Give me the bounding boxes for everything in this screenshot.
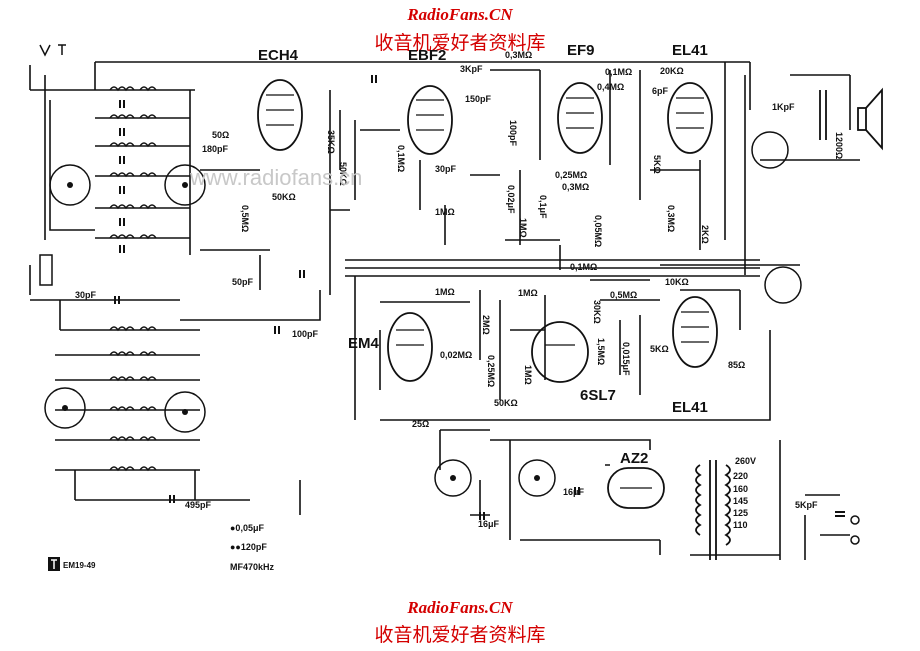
label-r35k: 35KΩ bbox=[326, 130, 336, 154]
label-r002m: 0,02MΩ bbox=[440, 350, 472, 360]
label-c1k: 1KpF bbox=[772, 102, 795, 112]
legend-line-1: ●0,05μF bbox=[230, 523, 264, 533]
label-c0015: 0,015μF bbox=[621, 342, 631, 376]
label-r05m-ech: 0,5MΩ bbox=[240, 205, 250, 232]
label-r50k-c: 50KΩ bbox=[494, 398, 518, 408]
label-r1200: 1200Ω bbox=[834, 132, 844, 159]
label-c16-b: 16μF bbox=[478, 519, 500, 529]
label-r15m: 1,5MΩ bbox=[596, 338, 606, 365]
label-c5k: 5KpF bbox=[795, 500, 818, 510]
voltage-tap-220: 220 bbox=[733, 471, 748, 481]
label-r01m-a: 0,1MΩ bbox=[605, 67, 632, 77]
label-3kpf: 3KpF bbox=[460, 64, 483, 74]
label-c495: 495pF bbox=[185, 500, 212, 510]
label-c6: 6pF bbox=[652, 86, 669, 96]
label-r03m: 0,3MΩ bbox=[562, 182, 589, 192]
site-title-bottom: RadioFans.CN bbox=[407, 598, 513, 617]
label-c100: 100pF bbox=[292, 329, 319, 339]
label-r50-ech: 50Ω bbox=[212, 130, 229, 140]
label-r025m-b: 0,25MΩ bbox=[486, 355, 496, 387]
label-r1m-b: 1MΩ bbox=[518, 218, 528, 238]
label-c50: 50pF bbox=[232, 277, 254, 287]
label-c150: 150pF bbox=[465, 94, 492, 104]
label-r2k: 2KΩ bbox=[700, 225, 710, 244]
manufacturer-logo: EM19-49 bbox=[48, 557, 96, 571]
label-r03m-el: 0,3MΩ bbox=[666, 205, 676, 232]
label-r025m: 0,25MΩ bbox=[555, 170, 587, 180]
site-subtitle-top: 收音机爱好者资料库 bbox=[374, 32, 546, 54]
tube-label-ef9: EF9 bbox=[567, 42, 595, 59]
label-c180: 180pF bbox=[202, 144, 229, 154]
tube-label-em4: EM4 bbox=[348, 335, 380, 352]
label-r1m: 1MΩ bbox=[435, 207, 455, 217]
label-r01m-ebf: 0,1MΩ bbox=[396, 145, 406, 172]
tube-label-az2: AZ2 bbox=[620, 450, 648, 467]
label-r10k: 10KΩ bbox=[665, 277, 689, 287]
diagram-code: EM19-49 bbox=[63, 561, 96, 570]
legend-line-2: ●●120pF bbox=[230, 542, 267, 552]
label-c002: 0,02μF bbox=[506, 185, 516, 214]
label-r50k-b: 50KΩ bbox=[272, 192, 296, 202]
label-r05m-b: 0,5MΩ bbox=[610, 290, 637, 300]
label-r5k: 5KΩ bbox=[652, 155, 662, 174]
label-r20k: 20KΩ bbox=[660, 66, 684, 76]
speaker-icon bbox=[857, 87, 883, 151]
label-c30-ebf: 30pF bbox=[435, 164, 457, 174]
tube-label-ech4: ECH4 bbox=[258, 47, 299, 64]
label-c01: 0,1μF bbox=[538, 195, 548, 219]
label-r1m-d: 1MΩ bbox=[523, 365, 533, 385]
voltage-tap-145: 145 bbox=[733, 496, 748, 506]
label-r1m-em4: 1MΩ bbox=[435, 287, 455, 297]
legend-line-3: MF470kHz bbox=[230, 562, 275, 572]
label-r5k-b: 5KΩ bbox=[650, 344, 669, 354]
voltage-tap-260: 260V bbox=[735, 456, 756, 466]
voltage-tap-110: 110 bbox=[733, 520, 748, 530]
label-r01m-b: 0,1MΩ bbox=[570, 262, 597, 272]
label-r85: 85Ω bbox=[728, 360, 745, 370]
site-title-top: RadioFans.CN bbox=[407, 5, 513, 24]
label-c30: 30pF bbox=[75, 290, 97, 300]
label-r1m-c: 1MΩ bbox=[518, 288, 538, 298]
label-r25: 25Ω bbox=[412, 419, 429, 429]
label-c16: 16μF bbox=[563, 487, 585, 497]
label-r50k-a: 50KΩ bbox=[338, 162, 348, 186]
label-r2m: 2MΩ bbox=[481, 315, 491, 335]
tube-label-ebf2: EBF2 bbox=[408, 47, 446, 64]
voltage-tap-160: 160 bbox=[733, 484, 748, 494]
tube-label-el41-top: EL41 bbox=[672, 42, 708, 59]
label-c100-ef9: 100pF bbox=[508, 120, 518, 147]
tube-label-6sl7: 6SL7 bbox=[580, 387, 616, 404]
watermark-text: www.radiofans.cn bbox=[189, 165, 362, 190]
site-subtitle-bottom: 收音机爱好者资料库 bbox=[374, 624, 546, 646]
label-r03m-top: 0,3MΩ bbox=[505, 50, 532, 60]
voltage-tap-125: 125 bbox=[733, 508, 748, 518]
label-r30k: 30KΩ bbox=[592, 300, 602, 324]
label-r04m: 0,4MΩ bbox=[597, 82, 624, 92]
tube-label-el41-bottom: EL41 bbox=[672, 399, 708, 416]
label-r005m: 0,05MΩ bbox=[593, 215, 603, 247]
